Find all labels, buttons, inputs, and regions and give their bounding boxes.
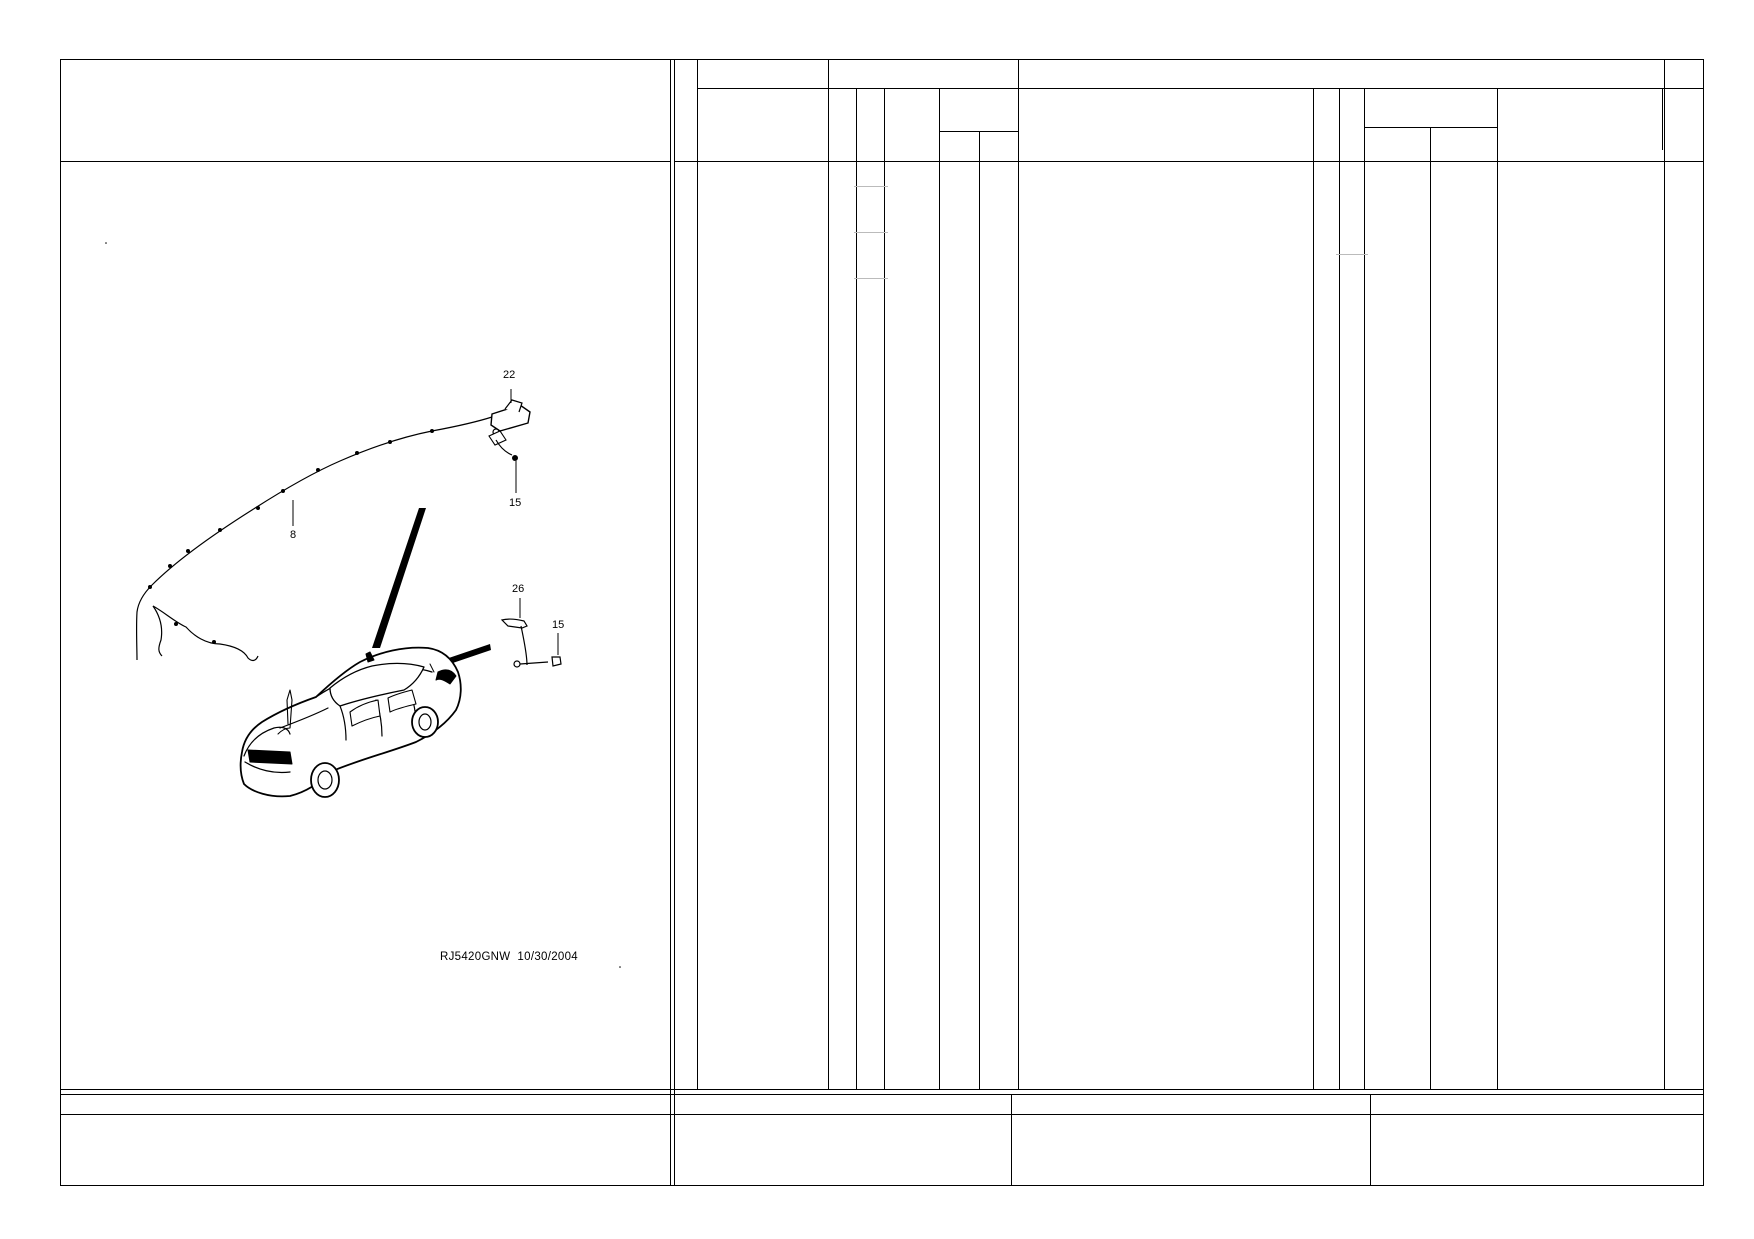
callout-22: 22 bbox=[503, 369, 515, 381]
car-sedan bbox=[239, 646, 462, 798]
parts-table-header bbox=[697, 60, 1703, 161]
title-block bbox=[60, 1094, 1703, 1185]
callout-15-lower: 15 bbox=[552, 619, 564, 631]
wire-harness bbox=[135, 416, 493, 662]
connector-block bbox=[488, 399, 531, 446]
bolt-upper bbox=[495, 439, 518, 461]
ground-strap bbox=[500, 598, 562, 668]
pointer-arrow-roof bbox=[372, 508, 426, 648]
callout-15-upper: 15 bbox=[509, 497, 521, 509]
harness-clips bbox=[148, 429, 434, 644]
drawing-stamp: RJ5420GNW 10/30/2004 bbox=[440, 951, 578, 963]
parts-illustration: 22 15 8 26 15 bbox=[105, 242, 621, 968]
parts-table-body bbox=[697, 161, 1665, 1089]
sheet-frame bbox=[60, 59, 1704, 1186]
callout-labels: 22 15 8 26 15 bbox=[290, 369, 564, 631]
callout-26: 26 bbox=[512, 583, 524, 595]
callout-8: 8 bbox=[290, 529, 296, 541]
